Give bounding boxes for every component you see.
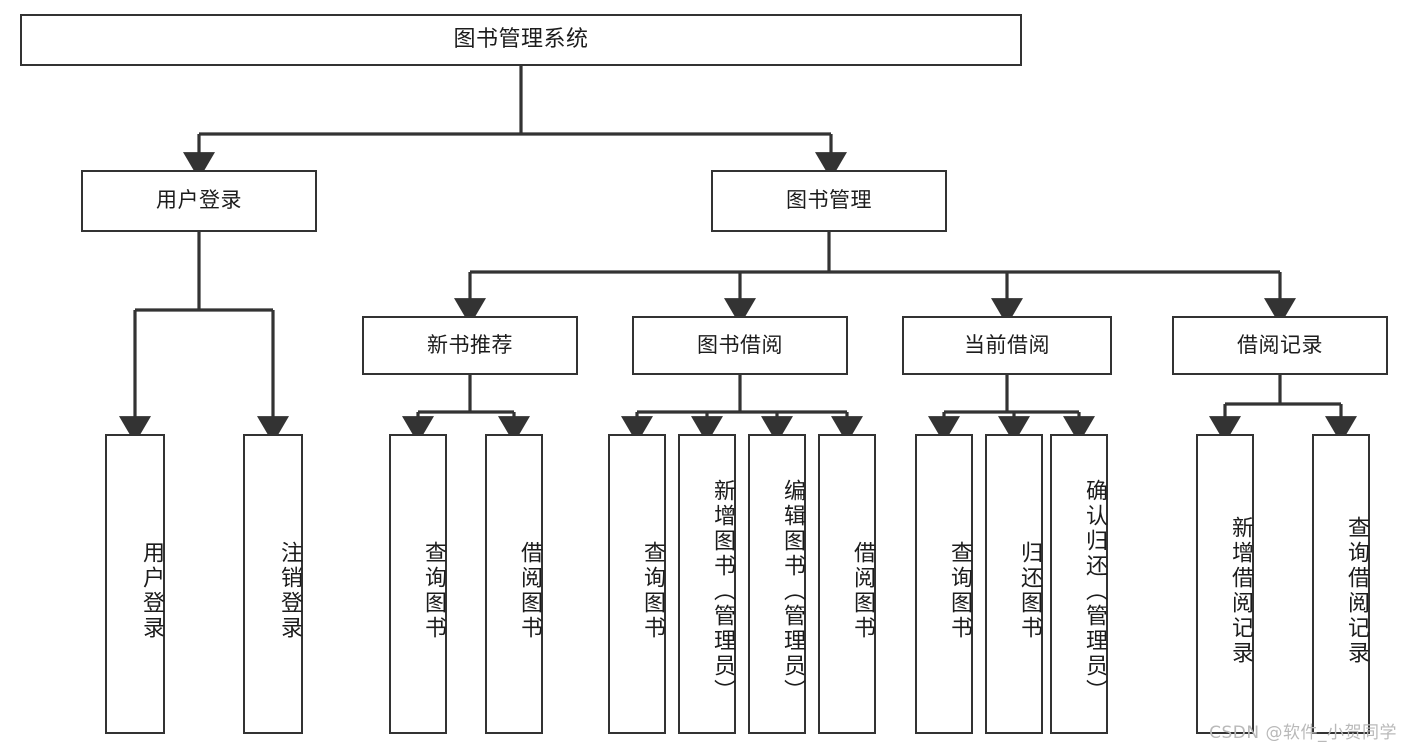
leaf-current-return-book-label: 归还图书 [1017, 541, 1042, 641]
leaf-borrow-query-book-label: 查询图书 [640, 541, 665, 641]
leaf-borrow-query-book[interactable]: 查询图书 [608, 434, 666, 734]
node-root[interactable]: 图书管理系统 [20, 14, 1022, 66]
node-borrow-record-label: 借阅记录 [1237, 332, 1323, 357]
leaf-current-confirm-return-admin[interactable]: 确认归还（管理员） [1050, 434, 1108, 734]
leaf-borrow-edit-book-admin[interactable]: 编辑图书（管理员） [748, 434, 806, 734]
csdn-watermark: CSDN @软件_小贺同学 [1209, 723, 1397, 743]
node-book-borrow-label: 图书借阅 [697, 332, 783, 357]
leaf-user-login-label: 用户登录 [139, 541, 164, 641]
leaf-current-query-book-label: 查询图书 [947, 541, 972, 641]
leaf-current-query-book[interactable]: 查询图书 [915, 434, 973, 734]
leaf-recommend-borrow-book[interactable]: 借阅图书 [485, 434, 543, 734]
leaf-borrow-add-book-admin[interactable]: 新增图书（管理员） [678, 434, 736, 734]
node-borrow-record[interactable]: 借阅记录 [1172, 316, 1388, 375]
leaf-recommend-query-book-label: 查询图书 [421, 541, 446, 641]
leaf-user-login[interactable]: 用户登录 [105, 434, 165, 734]
leaf-recommend-query-book[interactable]: 查询图书 [389, 434, 447, 734]
leaf-record-query[interactable]: 查询借阅记录 [1312, 434, 1370, 734]
node-new-book-recommend[interactable]: 新书推荐 [362, 316, 578, 375]
node-book-borrow[interactable]: 图书借阅 [632, 316, 848, 375]
leaf-borrow-borrow-book-label: 借阅图书 [850, 541, 875, 641]
leaf-logout[interactable]: 注销登录 [243, 434, 303, 734]
node-user-login-label: 用户登录 [156, 188, 242, 213]
node-book-management[interactable]: 图书管理 [711, 170, 947, 232]
leaf-borrow-borrow-book[interactable]: 借阅图书 [818, 434, 876, 734]
leaf-current-return-book[interactable]: 归还图书 [985, 434, 1043, 734]
node-root-label: 图书管理系统 [453, 26, 589, 52]
node-current-borrow-label: 当前借阅 [964, 332, 1050, 357]
leaf-borrow-edit-book-admin-label: 编辑图书（管理员） [780, 478, 805, 704]
leaf-logout-label: 注销登录 [277, 541, 302, 641]
leaf-borrow-add-book-admin-label: 新增图书（管理员） [710, 478, 735, 704]
leaf-record-query-label: 查询借阅记录 [1344, 516, 1369, 666]
leaf-record-add-label: 新增借阅记录 [1228, 516, 1253, 666]
node-new-book-recommend-label: 新书推荐 [427, 332, 513, 357]
node-book-management-label: 图书管理 [786, 188, 872, 213]
leaf-recommend-borrow-book-label: 借阅图书 [517, 541, 542, 641]
node-current-borrow[interactable]: 当前借阅 [902, 316, 1112, 375]
leaf-current-confirm-return-admin-label: 确认归还（管理员） [1082, 478, 1107, 704]
leaf-record-add[interactable]: 新增借阅记录 [1196, 434, 1254, 734]
node-user-login[interactable]: 用户登录 [81, 170, 317, 232]
